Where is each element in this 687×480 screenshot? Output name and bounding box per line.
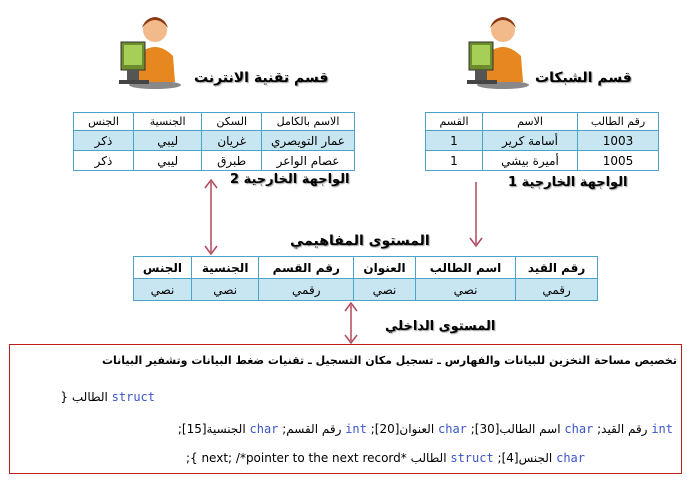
table-header: الجنسية xyxy=(132,112,203,131)
table-cell: غريان xyxy=(201,130,262,151)
table-header: الاسم xyxy=(482,112,578,131)
table-cell: نصي xyxy=(414,278,517,301)
field-name: رقم القيد; xyxy=(597,422,648,436)
table-cell: نصي xyxy=(133,278,192,301)
conceptual-to-internal-arrow-icon xyxy=(344,302,358,344)
table-row: رقمي نصي نصي رقمي نصي نصي xyxy=(133,278,598,301)
table-row: عمار التويصري غريان ليبي ذكر xyxy=(73,130,355,151)
table-cell: ليبي xyxy=(132,150,203,171)
struct-keyword: struct xyxy=(111,390,155,404)
table-header: رقم الطالب xyxy=(577,112,659,131)
table-row: 1003 أسامة كرير 1 xyxy=(425,130,659,151)
table-cell: 1 xyxy=(425,130,483,151)
table-cell: عصام الواعر xyxy=(261,150,355,171)
table-cell: 1 xyxy=(425,150,483,171)
open-brace: { xyxy=(60,390,69,404)
field-keyword: struct xyxy=(450,451,494,465)
field-name: رقم القسم; xyxy=(282,422,342,436)
conceptual-level-title: المستوى المفاهيمي xyxy=(290,233,430,249)
table-header: الجنس xyxy=(133,256,192,279)
field-keyword: char xyxy=(249,422,279,436)
internal-level-box: تخصيص مساحة التخزين للبيانات والفهارس ـ … xyxy=(9,344,682,474)
field-keyword: char xyxy=(438,422,467,436)
field-name: الطالب *next; /*pointer to the next reco… xyxy=(185,451,447,465)
table-cell: ذكر xyxy=(73,130,134,151)
field-name: العنوان[20]; xyxy=(370,422,435,436)
field-keyword: char xyxy=(564,422,594,436)
table-cell: 1003 xyxy=(577,130,659,151)
table-cell: ليبي xyxy=(132,130,203,151)
table-header: رقم القسم xyxy=(258,256,355,279)
table-cell: ذكر xyxy=(73,150,134,171)
table-cell: نصي xyxy=(353,278,416,301)
table-header: رقم القيد xyxy=(515,256,598,279)
table-row: رقم القيد اسم الطالب العنوان رقم القسم ا… xyxy=(133,256,598,279)
table-cell: أسامة كرير xyxy=(482,130,578,151)
external-2-to-conceptual-arrow-icon xyxy=(204,178,218,256)
network-dept-user-icon xyxy=(467,17,529,89)
network-dept-table: رقم الطالب الاسم القسم 1003 أسامة كرير 1… xyxy=(425,112,659,171)
field-name: اسم الطالب[30]; xyxy=(470,422,561,436)
table-header: الجنس xyxy=(73,112,134,131)
table-row: عصام الواعر طبرق ليبي ذكر xyxy=(73,150,355,171)
external-view-1-label: الواجهة الخارجية 1 xyxy=(508,175,628,190)
internet-dept-title: قسم تقنية الانترنت xyxy=(194,70,329,86)
field-keyword: char xyxy=(556,451,585,465)
table-header: الاسم بالكامل xyxy=(261,112,355,131)
external-1-to-conceptual-arrow-icon xyxy=(469,182,483,248)
table-cell: نصي xyxy=(190,278,260,301)
internal-description: تخصيص مساحة التخزين للبيانات والفهارس ـ … xyxy=(101,354,677,367)
internal-level-title: المستوى الداخلي xyxy=(385,319,496,334)
internet-dept-user-icon xyxy=(119,17,181,89)
table-header: العنوان xyxy=(353,256,416,279)
struct-fields-line-2: char الجنس[4]; struct الطالب *next; /*po… xyxy=(186,451,585,465)
struct-fields-line-1: int رقم القيد; char اسم الطالب[30]; char… xyxy=(178,422,673,436)
field-name: الجنس[4]; xyxy=(497,451,553,465)
struct-declaration: struct الطالب { xyxy=(60,390,155,404)
table-cell: رقمي xyxy=(515,278,598,301)
conceptual-table: رقم القيد اسم الطالب العنوان رقم القسم ا… xyxy=(133,256,598,301)
table-header: القسم xyxy=(425,112,483,131)
network-dept-title: قسم الشبكات xyxy=(535,70,632,86)
table-cell: طبرق xyxy=(201,150,262,171)
table-header: اسم الطالب xyxy=(414,256,517,279)
table-header: السكن xyxy=(201,112,262,131)
internet-dept-table: الاسم بالكامل السكن الجنسية الجنس عمار ا… xyxy=(73,112,355,171)
table-cell: أميرة بيشي xyxy=(482,150,578,171)
external-view-2-label: الواجهة الخارجية 2 xyxy=(230,172,350,187)
struct-name: الطالب xyxy=(71,390,108,404)
field-keyword: int xyxy=(345,422,367,436)
table-cell: رقمي xyxy=(258,278,355,301)
field-name: الجنسية[15]; xyxy=(177,422,246,436)
table-header: الجنسية xyxy=(190,256,260,279)
field-keyword: int xyxy=(651,422,673,436)
table-cell: 1005 xyxy=(577,150,659,171)
table-row: 1005 أميرة بيشي 1 xyxy=(425,150,659,171)
table-cell: عمار التويصري xyxy=(261,130,355,151)
